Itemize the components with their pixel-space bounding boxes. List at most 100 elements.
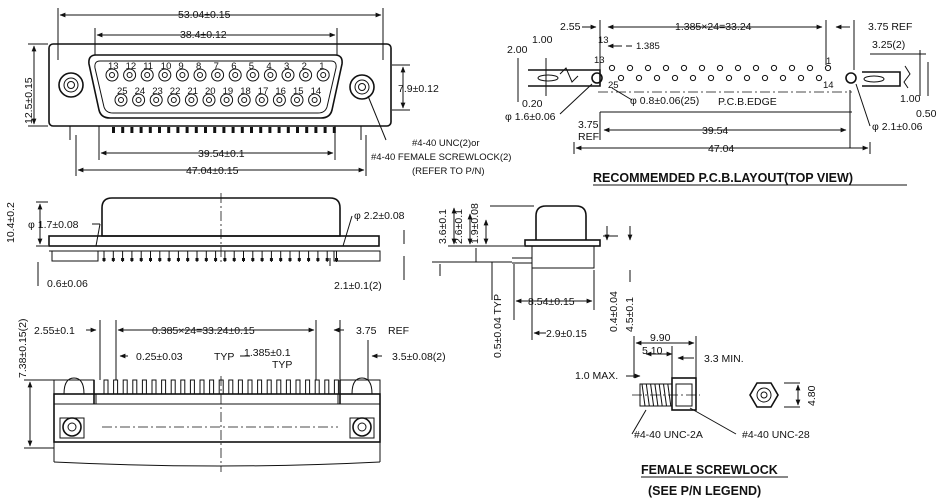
pin-socket	[158, 68, 172, 82]
dim-typ-1: TYP	[214, 351, 234, 363]
pin-tail	[237, 379, 243, 395]
pin-socket	[175, 68, 189, 82]
pcb-hole	[689, 74, 697, 82]
pcb-hole	[761, 74, 769, 82]
pin-tail	[231, 127, 235, 133]
pin-tail	[170, 379, 176, 395]
pin-tail	[121, 127, 125, 133]
pin-socket-core	[241, 97, 248, 103]
dim-4-80: 4.80	[806, 385, 818, 406]
dim-1-00-right: 1.00	[900, 93, 921, 105]
pin-socket-core	[109, 72, 115, 78]
pin-tail-end	[195, 258, 199, 261]
pcb-hole	[788, 64, 796, 72]
pin-tail	[167, 127, 171, 133]
pin-socket	[263, 68, 277, 82]
pin-socket-core	[206, 97, 212, 103]
pin-socket-core	[223, 97, 230, 103]
dim-mount-spacing: 39.54±0.1	[198, 148, 245, 160]
pin-number: 22	[170, 86, 181, 97]
dim-hole-small: φ 1.6±0.06	[505, 111, 556, 123]
pin-socket-core	[170, 97, 177, 103]
pin-tail	[222, 127, 226, 133]
dim-bottom-ref: REF	[388, 325, 409, 337]
pin-socket	[193, 68, 207, 82]
dim-tab: 2.1±0.1(2)	[334, 280, 382, 292]
pin-number: 17	[258, 86, 269, 97]
dim-13: 13	[598, 35, 609, 46]
dim-2-00: 2.00	[507, 44, 528, 56]
label-unc-2a: #4-40 UNC-2A	[634, 429, 703, 441]
pin-number: 24	[135, 86, 146, 97]
pin-socket	[202, 93, 216, 107]
pin-socket	[149, 93, 163, 107]
pin-socket-core	[188, 97, 195, 103]
pin-tail	[268, 127, 272, 133]
pin-tail-end	[102, 258, 106, 261]
thread-line	[645, 383, 650, 407]
pcb-hole	[680, 64, 688, 72]
pin-socket	[290, 93, 304, 107]
pin-tail-end	[325, 258, 329, 261]
pin-number: 14	[311, 86, 322, 97]
pin-tail	[180, 379, 186, 395]
pin-number: 11	[143, 61, 153, 72]
pcb-hole	[716, 64, 724, 72]
pin-tail-end	[316, 258, 320, 261]
dim-2-9: 2.9±0.15	[546, 328, 587, 340]
dim-overall-width: 53.04±0.15	[178, 9, 231, 21]
pin-tail	[112, 127, 115, 133]
pin-socket-core	[249, 72, 256, 78]
pcb-hole	[617, 74, 625, 82]
dim-height: 12.5±0.15	[23, 77, 35, 124]
pin-tail-end	[214, 258, 218, 261]
pin-tail-end	[176, 258, 180, 261]
pcb-label-13: 13	[594, 55, 605, 66]
thread-line	[658, 383, 663, 407]
pin-socket-core	[285, 72, 291, 78]
pin-number: 4	[266, 61, 271, 72]
pcb-edge-label: P.C.B.EDGE	[718, 96, 777, 108]
pin-socket-core	[118, 97, 124, 103]
dim-1-0: 1.0 MAX.	[575, 370, 618, 382]
pin-tail-end	[139, 258, 143, 261]
pin-tail	[141, 379, 147, 395]
pcb-hole	[698, 64, 706, 72]
dim-bottom-height: 7.38±0.15(2)	[17, 319, 29, 378]
pcb-label-14: 14	[823, 80, 834, 91]
pcb-hole	[743, 74, 751, 82]
pin-tail	[130, 127, 134, 133]
label-unc-28: #4-40 UNC-28	[742, 429, 810, 441]
thread-line	[641, 383, 646, 407]
dim-hole-mount: φ 2.1±0.06	[872, 121, 923, 133]
pin-tail	[286, 127, 290, 133]
pin-socket-core	[294, 97, 300, 103]
pcb-hole	[752, 64, 760, 72]
pcb-hole	[671, 74, 679, 82]
pin-socket	[308, 93, 322, 107]
pin-socket-core	[161, 72, 168, 78]
dim-pitch: 0.385×24=33.24±0.15	[152, 325, 255, 337]
pin-tail-end	[130, 258, 134, 261]
pin-socket	[184, 93, 198, 107]
dim-total-height: 10.4±0.2	[5, 202, 17, 243]
pin-socket	[114, 93, 128, 107]
dim-flange-width: 47.04±0.15	[186, 165, 239, 177]
pin-tail	[305, 127, 309, 133]
bottom-view: 7.38±0.15(2) 2.55±0.1 0.385×24=33.24±0.1…	[17, 319, 446, 472]
pin-socket-core	[320, 72, 327, 78]
dim-0-20: 0.20	[522, 98, 543, 110]
pin-number: 12	[126, 61, 137, 72]
pin-number: 13	[108, 61, 119, 72]
pin-tail	[132, 379, 138, 395]
pin-tail-end	[297, 258, 301, 261]
pin-tail	[213, 127, 217, 133]
dim-1-00-top: 1.00	[532, 34, 553, 46]
pin-tail-end	[158, 258, 162, 261]
pin-socket	[272, 93, 286, 107]
dim-bottom-1-385: 1.385±0.1	[244, 347, 291, 359]
pin-tail	[324, 379, 330, 395]
pin-tail	[259, 127, 263, 133]
dim-pin-length: 0.6±0.06	[47, 278, 88, 290]
